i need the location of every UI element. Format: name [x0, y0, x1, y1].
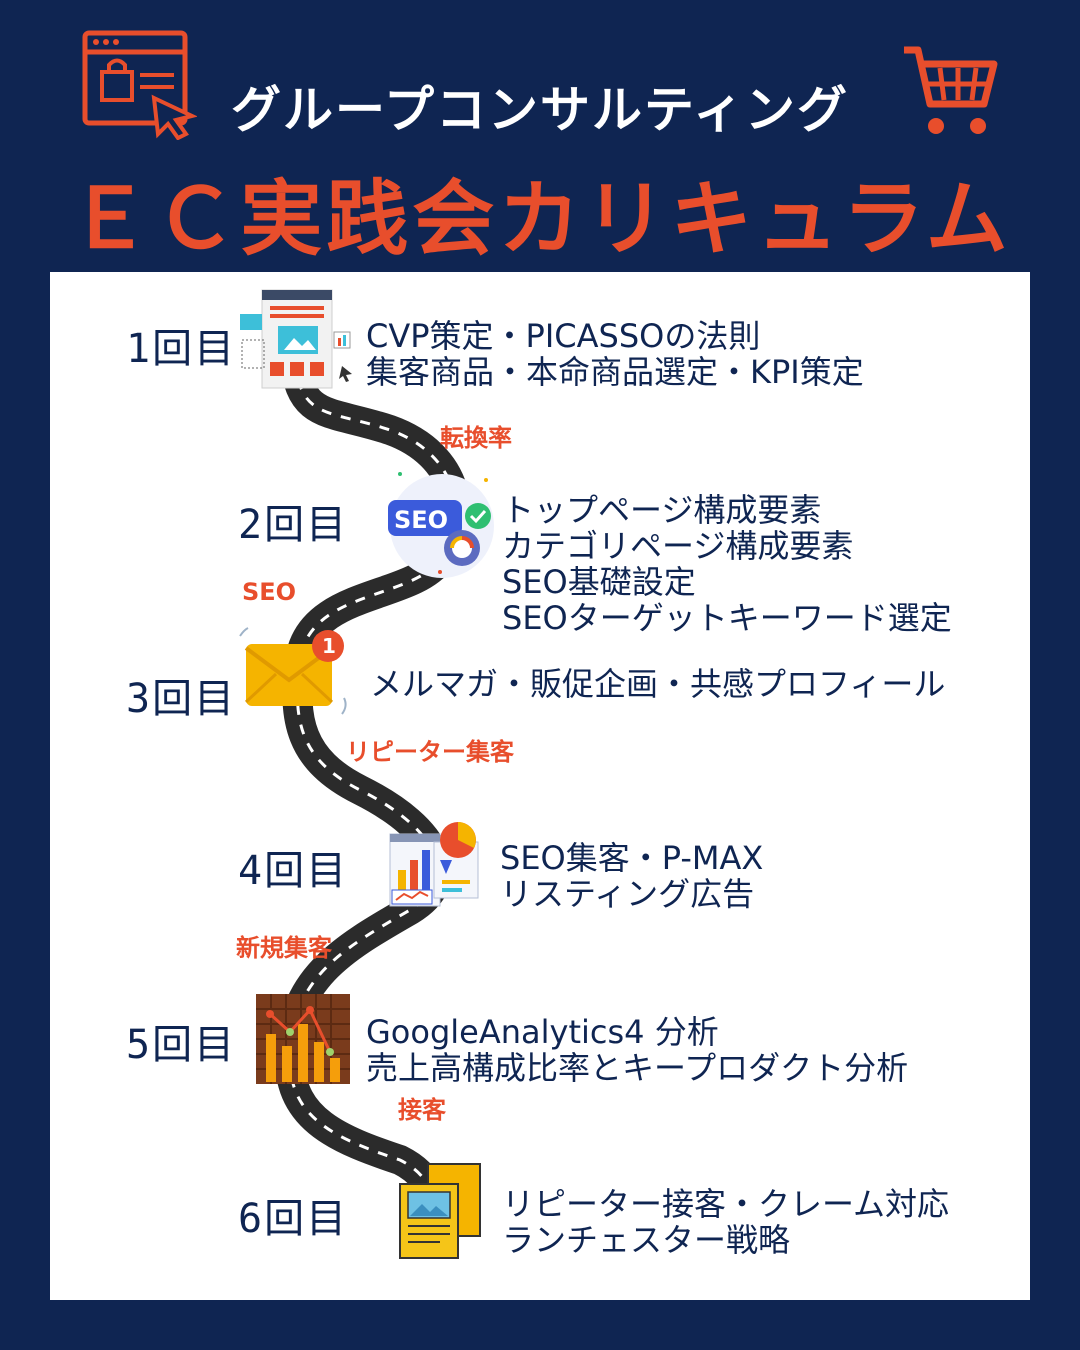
- bar-chart-icon: [256, 994, 350, 1084]
- analytics-dashboard-icon: [389, 822, 479, 907]
- topic-line: メルマガ・販促企画・共感プロフィール: [370, 665, 946, 703]
- road-label-service: 接客: [398, 1096, 446, 1124]
- topic-line: SEO基礎設定: [502, 563, 696, 601]
- topic-line: ランチェスター戦略: [502, 1221, 791, 1259]
- email-badge-count: 1: [322, 634, 336, 658]
- session-6-label: 6回目: [238, 1196, 349, 1242]
- shopping-cart-icon: [904, 46, 998, 134]
- page-title: ＥＣ実践会カリキュラム: [68, 172, 1012, 267]
- topic-line: GoogleAnalytics4 分析: [366, 1013, 719, 1051]
- session-5-topics: GoogleAnalytics4 分析 売上高構成比率とキープロダクト分析: [366, 1014, 908, 1086]
- webpage-layout-icon: [240, 289, 352, 389]
- session-5-label: 5回目: [126, 1022, 237, 1068]
- topic-line: リスティング広告: [500, 875, 755, 913]
- road-label-new-customer: 新規集客: [236, 934, 332, 962]
- topic-line: SEOターゲットキーワード選定: [502, 599, 952, 637]
- topic-line: 集客商品・本命商品選定・KPI策定: [366, 353, 864, 391]
- session-4-label: 4回目: [238, 848, 349, 894]
- header-subtitle: グループコンサルティング: [231, 81, 849, 139]
- topic-line: カテゴリページ構成要素: [502, 527, 854, 565]
- session-2-topics: トップページ構成要素 カテゴリページ構成要素 SEO基礎設定 SEOターゲットキ…: [502, 492, 952, 636]
- email-notification-icon: 1: [239, 627, 347, 715]
- session-3-label: 3回目: [126, 676, 237, 722]
- road-label-repeater: リピーター集客: [346, 738, 514, 766]
- seo-gear-icon: SEO: [388, 472, 494, 578]
- session-1-topics: CVP策定・PICASSOの法則 集客商品・本命商品選定・KPI策定: [366, 318, 864, 390]
- curriculum-panel: [50, 272, 1030, 1300]
- topic-line: トップページ構成要素: [502, 491, 822, 529]
- topic-line: 売上高構成比率とキープロダクト分析: [366, 1049, 909, 1087]
- session-2-label: 2回目: [238, 502, 349, 548]
- documents-icon: [399, 1163, 481, 1259]
- session-4-topics: SEO集客・P-MAX リスティング広告: [500, 840, 763, 912]
- topic-line: CVP策定・PICASSOの法則: [366, 317, 761, 355]
- browser-shopping-icon: [82, 30, 197, 140]
- session-1-label: 1回目: [126, 326, 237, 372]
- session-6-topics: リピーター接客・クレーム対応 ランチェスター戦略: [502, 1186, 949, 1258]
- topic-line: リピーター接客・クレーム対応: [502, 1185, 950, 1223]
- svg-text:SEO: SEO: [394, 506, 448, 534]
- road-label-conversion: 転換率: [440, 424, 512, 452]
- topic-line: SEO集客・P-MAX: [500, 839, 764, 877]
- road-label-seo: SEO: [242, 578, 297, 606]
- session-3-topics: メルマガ・販促企画・共感プロフィール: [370, 666, 945, 702]
